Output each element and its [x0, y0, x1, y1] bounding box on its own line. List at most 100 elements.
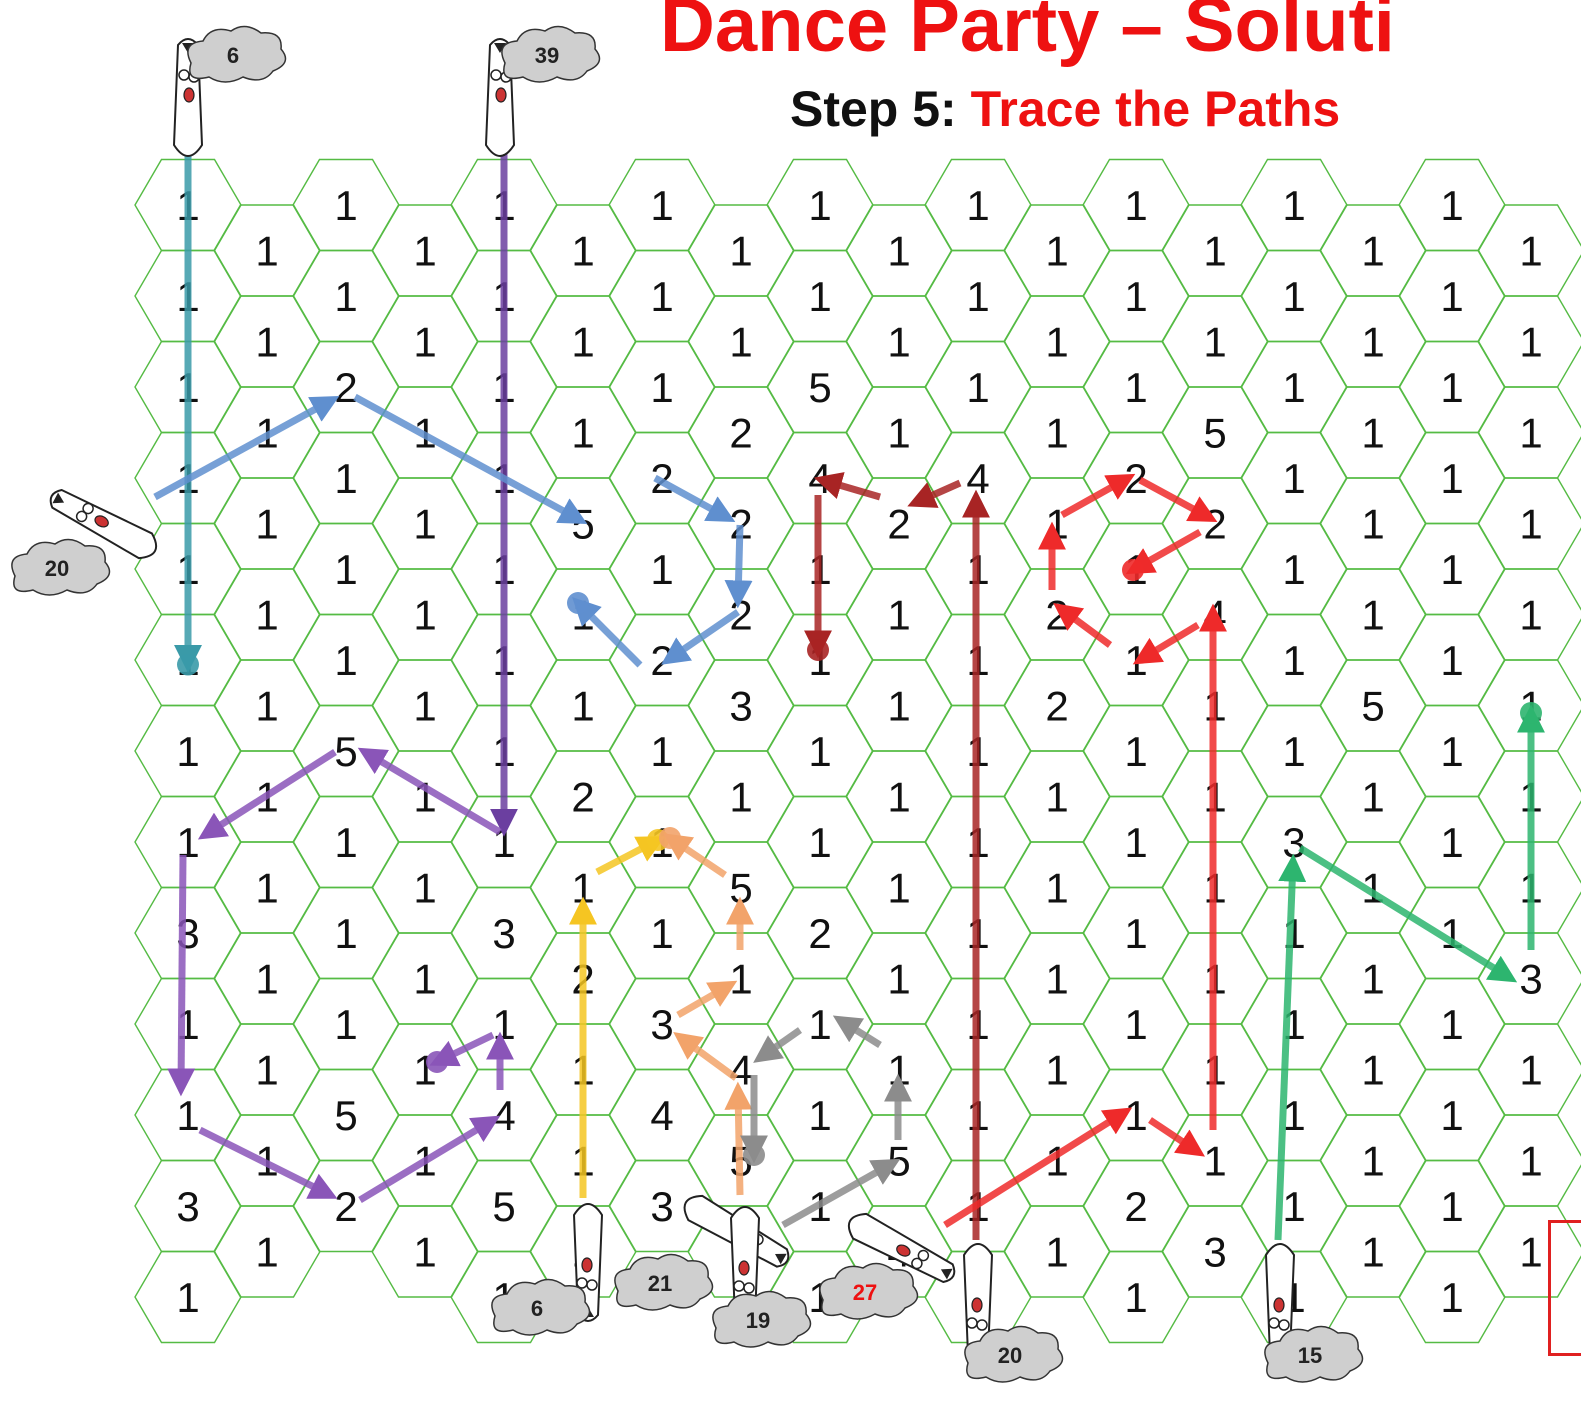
hex-number: 1	[413, 592, 436, 639]
hex-number: 5	[729, 865, 752, 912]
hex-number: 1	[966, 273, 989, 320]
hex-number: 1	[176, 728, 199, 775]
hex-number: 1	[729, 774, 752, 821]
hex-number: 1	[255, 501, 278, 548]
hex-number: 1	[1519, 319, 1542, 366]
hex-number: 1	[966, 364, 989, 411]
green-right-path-start-dot	[1520, 702, 1542, 724]
hex-number: 1	[1440, 364, 1463, 411]
purple-path-segment	[360, 1120, 493, 1200]
hex-number: 1	[808, 182, 831, 229]
dancer-count: 20	[45, 556, 69, 581]
hex-number: 1	[255, 956, 278, 1003]
hex-number: 1	[413, 956, 436, 1003]
gray-path-gap	[754, 1058, 760, 1075]
hex-number: 1	[1440, 1092, 1463, 1139]
count-cloud: 6	[188, 26, 286, 82]
hex-number: 1	[887, 683, 910, 730]
teal-path-start-dot	[177, 654, 199, 676]
hex-number: 3	[1519, 956, 1542, 1003]
hex-number: 1	[334, 273, 357, 320]
hex-number: 1	[1124, 273, 1147, 320]
count-cloud: 39	[502, 26, 600, 82]
hex-number: 1	[334, 546, 357, 593]
dancer-count: 15	[1298, 1343, 1322, 1368]
hex-number: 1	[413, 228, 436, 275]
hex-number: 1	[492, 1001, 515, 1048]
hex-number: 1	[1361, 774, 1384, 821]
hex-number: 1	[1203, 228, 1226, 275]
hex-number: 1	[1361, 592, 1384, 639]
hex-number: 1	[1282, 1183, 1305, 1230]
orange-path-gap	[678, 1015, 680, 1037]
hex-number: 1	[571, 683, 594, 730]
dancer-count: 39	[535, 43, 559, 68]
red-box-partial	[1548, 1220, 1581, 1356]
hex-numbers: 1 1 1 1 1 1 1 1 3 1 1 3 1 1 1 1 1 1 1 1 1 1 1 1 1 1 1 2 1 1 1 5 1 1 1 5 2 1 1 1…	[176, 182, 1542, 1321]
hex-number: 1	[1124, 1274, 1147, 1321]
hex-number: 1	[1440, 546, 1463, 593]
hex-number: 1	[1045, 1229, 1068, 1276]
red-path-segment	[1140, 625, 1198, 660]
hex-number: 4	[729, 1047, 752, 1094]
hex-number: 4	[492, 1092, 515, 1139]
blue-path	[155, 397, 740, 665]
count-cloud: 20	[12, 539, 110, 595]
hex-number: 5	[571, 501, 594, 548]
hex-number: 1	[887, 592, 910, 639]
red-path-segment	[1150, 1120, 1198, 1152]
hex-number: 3	[1203, 1229, 1226, 1276]
hex-number: 4	[650, 1092, 673, 1139]
blue-path-segment	[738, 525, 740, 600]
hex-number: 1	[571, 410, 594, 457]
hex-number: 1	[887, 956, 910, 1003]
hex-number: 1	[966, 182, 989, 229]
hex-number: 1	[650, 182, 673, 229]
hex-number: 1	[1440, 728, 1463, 775]
hex-number: 2	[808, 910, 831, 957]
hex-number: 1	[1124, 182, 1147, 229]
hex-number: 2	[1045, 683, 1068, 730]
dancer-left-20: 20	[12, 484, 162, 595]
hex-number: 1	[255, 1047, 278, 1094]
hex-number: 1	[1440, 819, 1463, 866]
hex-number: 1	[571, 865, 594, 912]
hex-number: 1	[334, 637, 357, 684]
blue-path-start-dot	[567, 592, 589, 614]
hex-number: 1	[729, 228, 752, 275]
hex-number: 1	[1440, 273, 1463, 320]
hex-number: 1	[1203, 1138, 1226, 1185]
hex-number: 3	[650, 1183, 673, 1230]
hex-number: 1	[1361, 956, 1384, 1003]
hex-number: 1	[1045, 956, 1068, 1003]
hex-number: 5	[334, 728, 357, 775]
count-cloud: 27	[820, 1263, 918, 1319]
orange-path-segment	[680, 1037, 736, 1078]
hex-number: 1	[729, 319, 752, 366]
hex-number: 1	[571, 228, 594, 275]
hex-number: 1	[255, 319, 278, 366]
blue-path-segment	[668, 612, 738, 660]
hex-number: 2	[887, 501, 910, 548]
hex-number: 1	[1124, 819, 1147, 866]
hex-number: 1	[1045, 228, 1068, 275]
hex-number: 1	[650, 364, 673, 411]
count-cloud: 19	[713, 1291, 811, 1347]
hex-number: 1	[887, 410, 910, 457]
dancer-count: 20	[998, 1343, 1022, 1368]
hex-number: 3	[729, 683, 752, 730]
hex-number: 2	[571, 774, 594, 821]
hex-number: 1	[1282, 273, 1305, 320]
hex-number: 1	[887, 865, 910, 912]
hex-number: 1	[808, 728, 831, 775]
hex-number: 1	[1282, 182, 1305, 229]
hex-number: 1	[413, 319, 436, 366]
hex-number: 5	[1361, 683, 1384, 730]
hex-number: 1	[808, 1001, 831, 1048]
hex-number: 1	[1440, 637, 1463, 684]
dancer-bottom-15: 15	[1265, 1244, 1363, 1382]
hex-number: 1	[808, 273, 831, 320]
hex-number: 1	[334, 455, 357, 502]
hex-number: 1	[1124, 364, 1147, 411]
